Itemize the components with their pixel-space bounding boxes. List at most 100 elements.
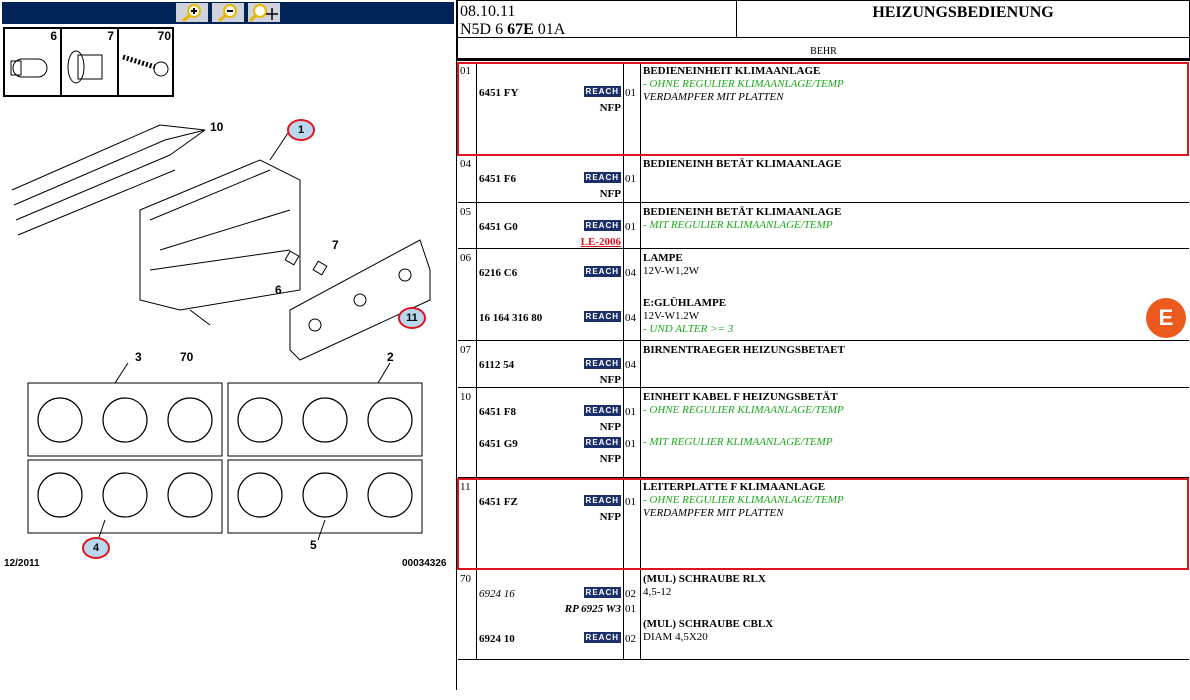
page-title: HEIZUNGSBEDIENUNG [736, 0, 1190, 38]
part-number[interactable]: 6451 G0 [479, 221, 518, 233]
reach-badge[interactable]: REACH [583, 495, 621, 506]
diagram-pane: 6 7 70 10 1 7 6 11 70 3 2 4 5 12/2011 00… [0, 0, 456, 700]
description-line: BEDIENEINH BETÄT KLIMAANLAGE [643, 206, 842, 218]
description-cell: LEITERPLATTE F KLIMAANLAGE- OHNE REGULIE… [641, 478, 1189, 569]
qty-cell: 01 [624, 155, 641, 202]
diagram-toolbar [2, 2, 454, 24]
item-number: 07 [458, 341, 477, 387]
quantity: 01 [625, 603, 636, 615]
reach-badge[interactable]: REACH [583, 266, 621, 277]
callout-11[interactable]: 11 [398, 307, 426, 329]
zoom-out-icon [218, 3, 237, 22]
control-unit-drawing [139, 159, 301, 311]
qty-cell: 04 04 [624, 249, 641, 340]
nfp-label: NFP [599, 188, 621, 200]
reach-badge[interactable]: REACH [583, 587, 621, 598]
parts-table: 08.10.11 N5D 6 67E 01A HEIZUNGSBEDIENUNG… [456, 0, 1190, 690]
header-info: 08.10.11 N5D 6 67E 01A [457, 0, 737, 38]
callout-6[interactable]: 6 [275, 283, 282, 297]
replacement-part[interactable]: RP 6925 W3 [564, 603, 621, 615]
part-number[interactable]: 6216 C6 [479, 267, 518, 279]
diagram-date: 12/2011 [4, 558, 40, 569]
reach-badge[interactable]: REACH [583, 220, 621, 231]
part-cell: 6924 16 REACH RP 6925 W3 6924 10 REACH [477, 570, 624, 659]
callout-3[interactable]: 3 [135, 350, 142, 364]
part-number[interactable]: 6451 F6 [479, 173, 516, 185]
thumb-screw[interactable]: 70 [119, 29, 174, 95]
qty-cell: 01 [624, 203, 641, 248]
description-line: (MUL) SCHRAUBE RLX [643, 573, 766, 585]
screw-icon [122, 54, 169, 77]
description-line: - OHNE REGULIER KLIMAANLAGE/TEMP [643, 494, 844, 506]
callout-2[interactable]: 2 [387, 350, 394, 364]
reach-badge[interactable]: REACH [583, 172, 621, 183]
nfp-label: NFP [599, 453, 621, 465]
description-line: (MUL) SCHRAUBE CBLX [643, 618, 774, 630]
callout-1[interactable]: 1 [287, 119, 315, 141]
thumb-lamp[interactable]: 6 [5, 29, 62, 95]
description-line: - MIT REGULIER KLIMAANLAGE/TEMP [643, 436, 833, 448]
quantity: 01 [625, 406, 636, 418]
description-line: DIAM 4,5X20 [643, 631, 708, 643]
callout-70[interactable]: 70 [180, 350, 194, 364]
description-line: E:GLÜHLAMPE [643, 297, 727, 309]
part-number[interactable]: 6451 G9 [479, 438, 518, 450]
description-line: - MIT REGULIER KLIMAANLAGE/TEMP [643, 219, 833, 231]
reach-badge[interactable]: REACH [583, 405, 621, 416]
exploded-diagram: 10 1 7 6 11 70 3 2 4 5 12/2011 00034326 [0, 100, 456, 580]
part-number[interactable]: 6451 FY [479, 87, 519, 99]
callout-4[interactable]: 4 [82, 537, 110, 559]
reach-badge[interactable]: REACH [583, 358, 621, 369]
part-number[interactable]: 6924 16 [479, 588, 515, 600]
thumb-socket[interactable]: 7 [62, 29, 119, 95]
le-link[interactable]: LE-2006 [580, 236, 621, 248]
nfp-label: NFP [599, 511, 621, 523]
part-cell: 6451 F6 REACH NFP [477, 155, 624, 202]
description-line: LEITERPLATTE F KLIMAANLAGE [643, 481, 826, 493]
reach-badge[interactable]: REACH [583, 311, 621, 322]
header-date: 08.10.11 [460, 3, 516, 20]
reach-badge[interactable]: REACH [583, 437, 621, 448]
zoom-in-icon [182, 3, 201, 22]
part-number[interactable]: 6451 F8 [479, 406, 516, 418]
callout-7[interactable]: 7 [332, 238, 339, 252]
nfp-label: NFP [599, 421, 621, 433]
description-line: 12V-W1.2W [643, 310, 700, 322]
supplier-label: BEHR [457, 37, 1190, 61]
item-number: 05 [458, 203, 477, 248]
reach-badge[interactable]: REACH [583, 632, 621, 643]
lamp-icon [10, 58, 48, 78]
quantity: 04 [625, 267, 636, 279]
floating-e-button[interactable]: E [1146, 298, 1186, 338]
zoom-out-button[interactable] [212, 3, 244, 22]
description-line: VERDAMPFER MIT PLATTEN [643, 91, 784, 103]
description-cell: EINHEIT KABEL F HEIZUNGSBETÄT- OHNE REGU… [641, 388, 1189, 477]
part-number[interactable]: 6112 54 [479, 359, 515, 371]
part-number[interactable]: 6924 10 [479, 633, 515, 645]
quantity: 04 [625, 312, 636, 324]
pan-zoom-button[interactable] [248, 3, 280, 22]
part-cell: 6451 F8 REACH NFP 6451 G9 REACH NFP [477, 388, 624, 477]
reach-badge[interactable]: REACH [583, 86, 621, 97]
zoom-in-button[interactable] [176, 3, 208, 22]
cables-drawing [11, 124, 206, 236]
pan-zoom-icon [249, 3, 278, 22]
item-number: 04 [458, 155, 477, 202]
quantity: 01 [625, 221, 636, 233]
item-number: 11 [458, 478, 477, 569]
callout-5[interactable]: 5 [310, 538, 317, 552]
part-number[interactable]: 16 164 316 80 [479, 312, 543, 324]
callout-10[interactable]: 10 [210, 120, 224, 134]
part-number[interactable]: 6451 FZ [479, 496, 518, 508]
